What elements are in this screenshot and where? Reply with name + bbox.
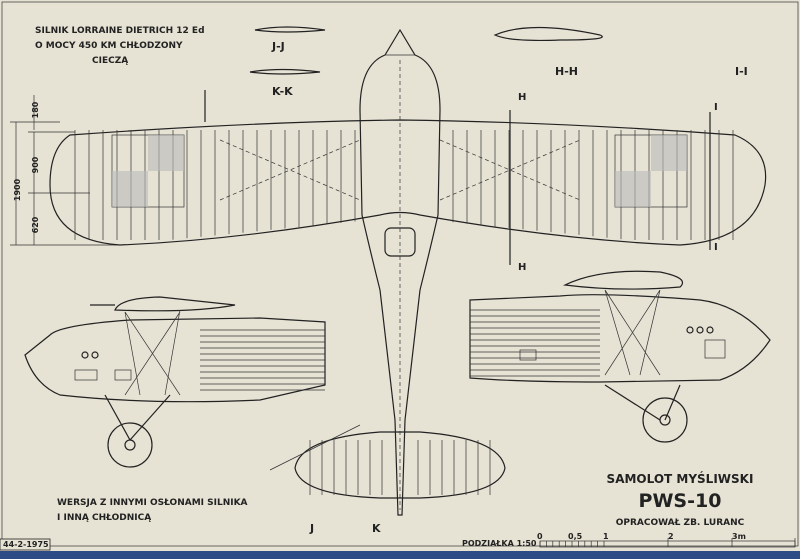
engine-note-line2: O MOCY 450 KM CHŁODZONY (35, 41, 183, 51)
mark-h-bottom: H (518, 262, 526, 273)
top-view-wing (49, 119, 767, 246)
side-view-right (469, 270, 771, 443)
mark-i-bottom: I (714, 242, 718, 253)
bottom-strip (0, 551, 800, 559)
mark-k: K (372, 522, 381, 535)
scale-tick-2: 2 (668, 532, 674, 541)
issue-number: 44-2-1975 (3, 540, 49, 549)
upper-wing-right (562, 270, 684, 290)
airfoil-hh: H-H (493, 26, 603, 78)
side-view-left (24, 296, 326, 468)
frame (1, 1, 799, 547)
title-name: PWS-10 (639, 490, 722, 512)
top-view-fuselage (204, 28, 441, 516)
section-marks: H H I I J K (309, 92, 718, 535)
dim-180: 180 (31, 101, 40, 118)
dimension-lines: 180 900 1900 620 (10, 95, 120, 246)
wheel-left (107, 422, 153, 468)
title-subtitle: SAMOLOT MYŚLIWSKI (607, 471, 754, 486)
mark-j: J (309, 522, 314, 535)
scale-bar: PODZIAŁKA 1:50 0 0,5 1 2 3m (462, 532, 796, 548)
engine-note-line3: CIECZĄ (92, 56, 128, 66)
wheel-right (642, 397, 688, 443)
dim-1900: 1900 (13, 178, 22, 201)
scale-tick-05: 0,5 (568, 532, 583, 541)
section-jj-label: J-J (271, 40, 285, 53)
airfoil-kk: K-K (249, 68, 321, 98)
scale-label: PODZIAŁKA 1:50 (462, 539, 537, 548)
dim-620: 620 (31, 216, 40, 233)
airfoil-jj: J-J (254, 26, 326, 53)
title-author: OPRACOWAŁ ZB. LURANC (616, 518, 745, 528)
dim-900: 900 (31, 156, 40, 173)
scale-tick-3m: 3m (732, 532, 746, 541)
section-hh-label: H-H (555, 65, 578, 78)
mark-i-top: I (714, 102, 718, 113)
version-note-line1: WERSJA Z INNYMI OSŁONAMI SILNIKA (57, 498, 248, 508)
version-note-line2: I INNĄ CHŁODNICĄ (57, 513, 151, 523)
tailplane (269, 424, 506, 499)
upper-wing-left (114, 296, 236, 312)
section-kk-label: K-K (272, 85, 293, 98)
section-ii-label: I-I (735, 65, 748, 78)
scale-tick-1: 1 (603, 532, 609, 541)
engine-note-line1: SILNIK LORRAINE DIETRICH 12 Ed (35, 26, 205, 36)
mark-h-top: H (518, 92, 526, 103)
scale-tick-0: 0 (537, 532, 543, 541)
